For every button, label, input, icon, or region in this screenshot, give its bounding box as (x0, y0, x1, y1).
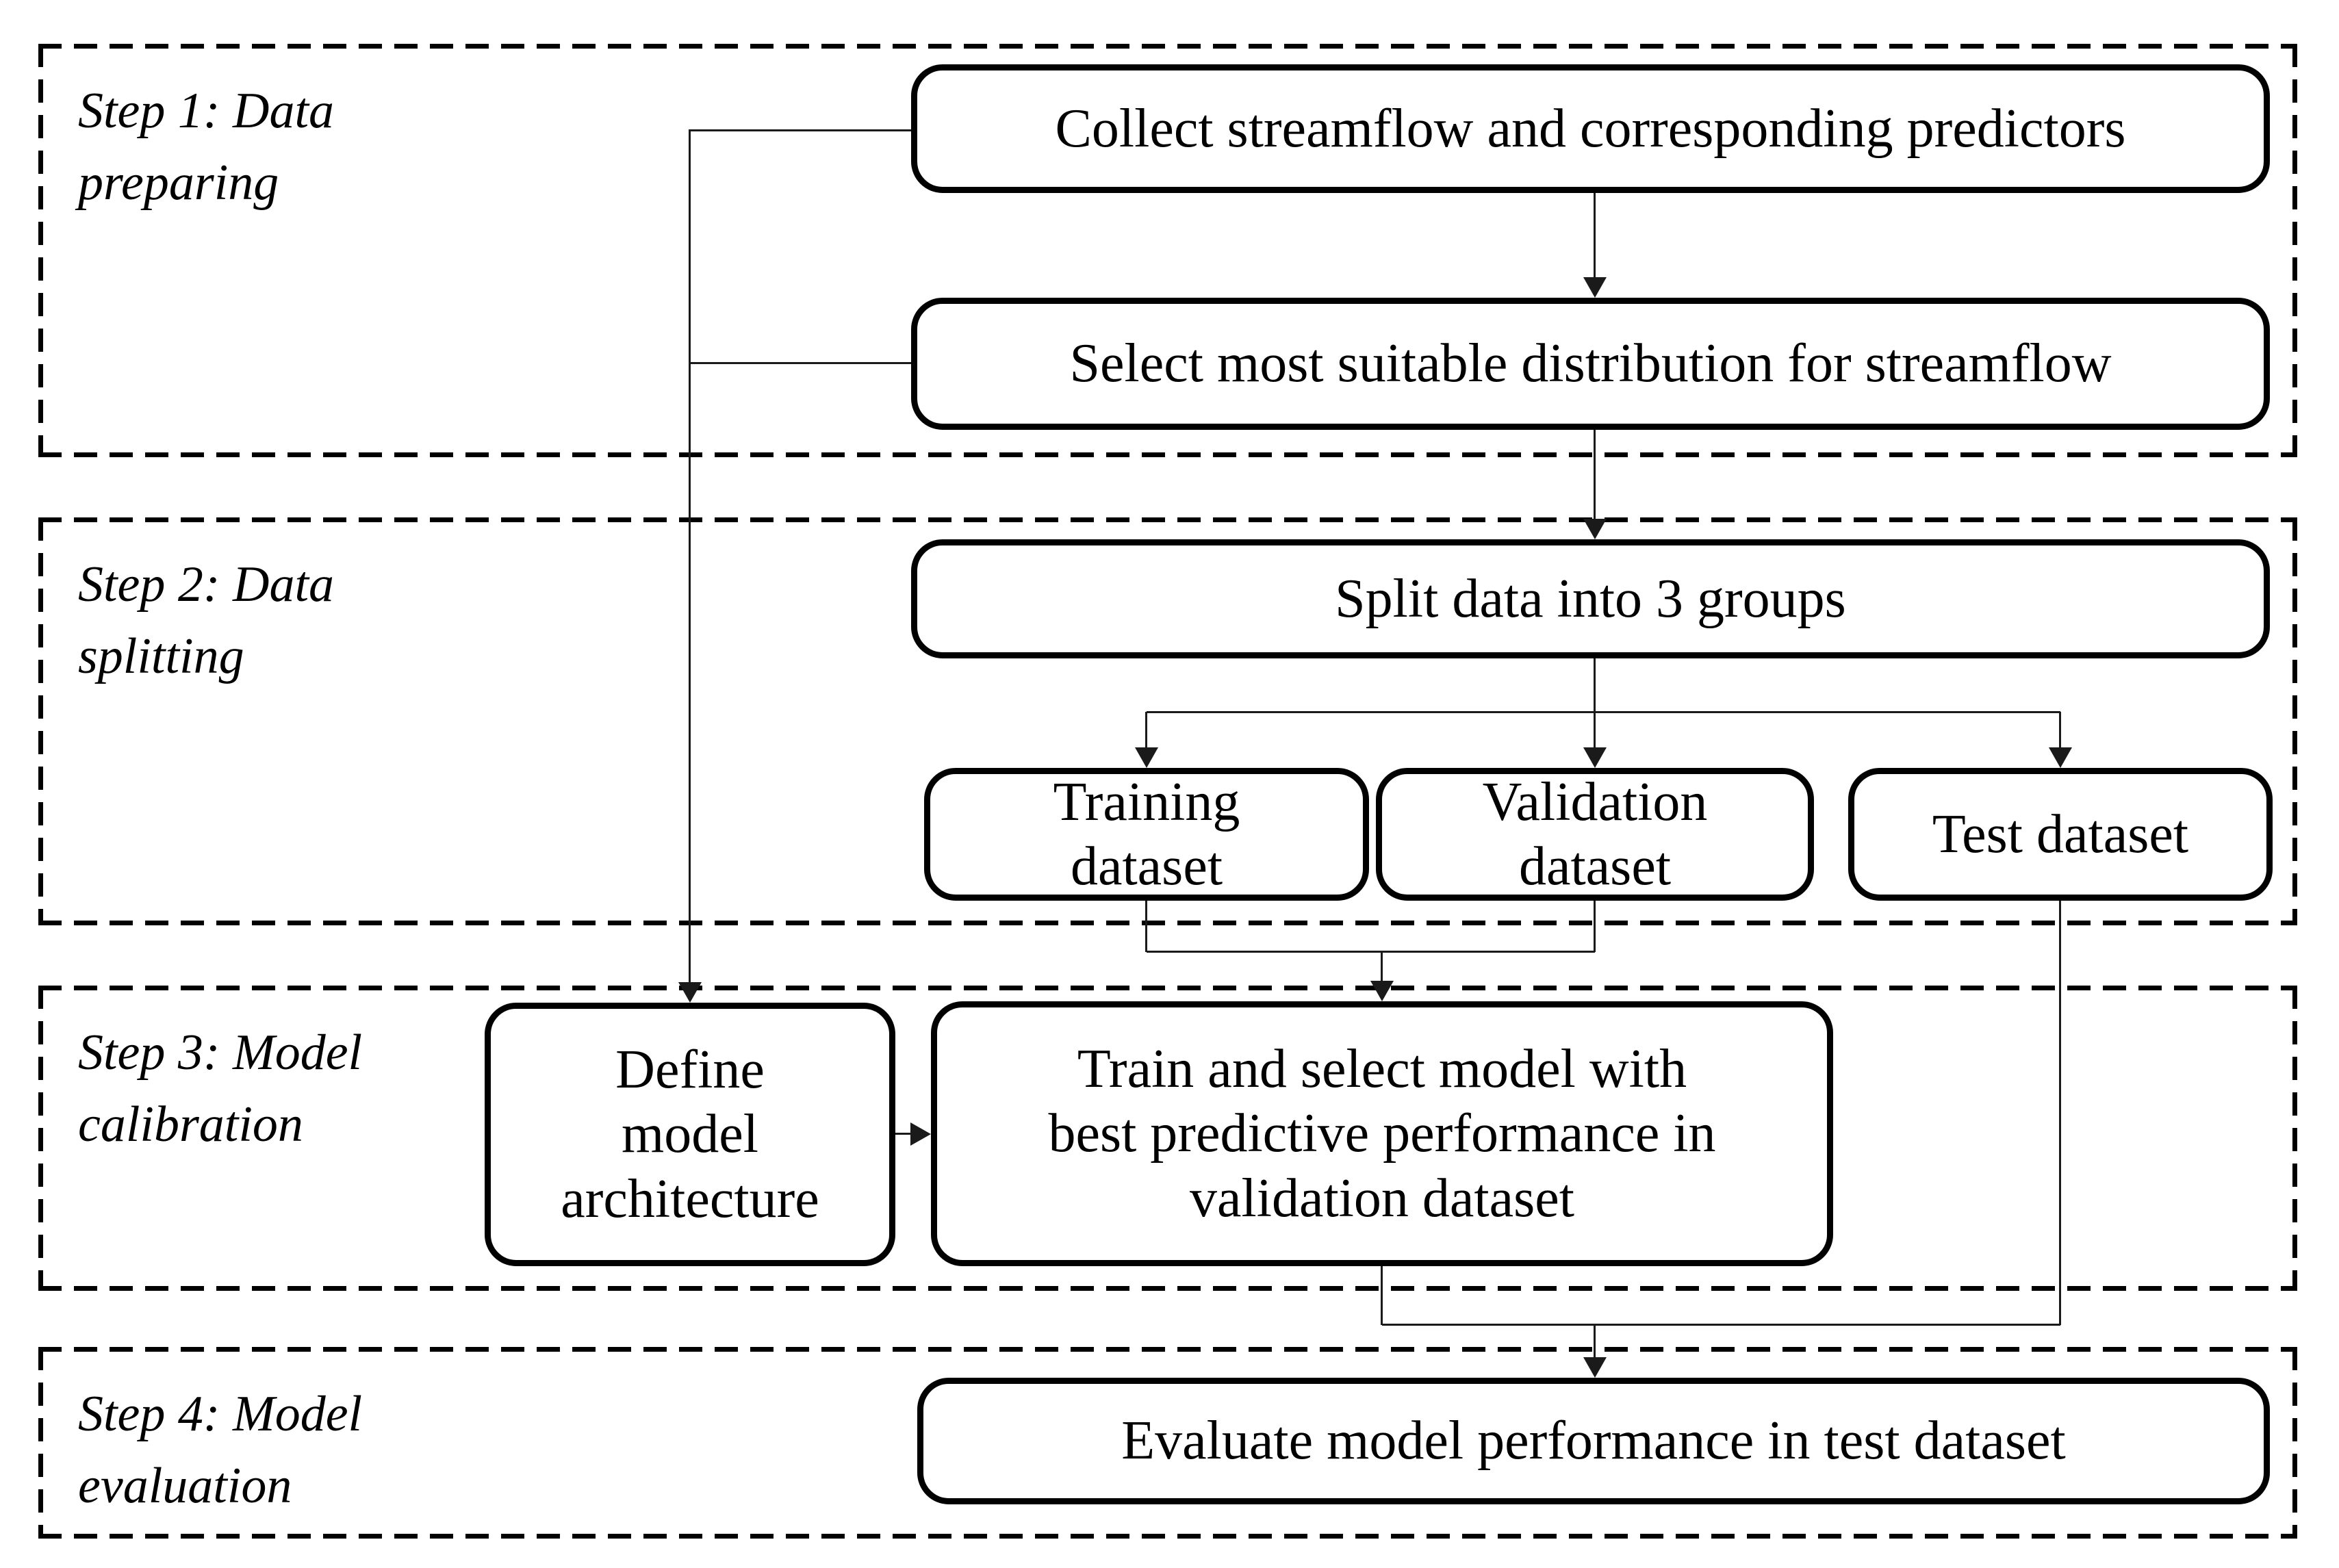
node-train-select-model: Train and select model with best predict… (931, 1001, 1833, 1266)
arrowhead-into-train-left (910, 1122, 931, 1146)
node-validation-dataset: Validation dataset (1376, 768, 1814, 901)
arrowhead-into-validation (1583, 747, 1607, 768)
step2-label: Step 2: Data splitting (78, 556, 335, 685)
connector-merge-to-train (1381, 951, 1383, 981)
connector-collect-left-tap (690, 129, 915, 131)
node-split-data: Split data into 3 groups (911, 539, 2270, 658)
step3-label: Step 3: Model calibration (78, 1025, 363, 1153)
node-test-dataset: Test dataset (1848, 768, 2273, 901)
connector-merge-to-evaluate (1594, 1324, 1596, 1358)
node-training-dataset: Training dataset (924, 768, 1369, 901)
node-evaluate-performance: Evaluate model performance in test datas… (917, 1378, 2270, 1504)
node-collect-streamflow: Collect streamflow and corresponding pre… (911, 64, 2270, 193)
node-select-distribution: Select most suitable distribution for st… (911, 298, 2270, 430)
connector-define-to-train (895, 1133, 912, 1135)
connector-split-branch-bar (1147, 711, 2060, 713)
arrowhead-into-select (1583, 277, 1607, 298)
arrowhead-into-test (2049, 747, 2072, 768)
arrowhead-into-train-top (1370, 981, 1394, 1001)
step4-label: Step 4: Model evaluation (78, 1386, 363, 1515)
connector-collect-to-select (1594, 193, 1596, 277)
connector-left-bypass-to-define (689, 129, 691, 982)
step1-label: Step 1: Data preparing (78, 83, 335, 211)
arrowhead-into-training (1135, 747, 1158, 768)
connector-train-output-down (1381, 1266, 1383, 1325)
connector-test-bypass-down (2059, 901, 2061, 1325)
connector-evaluate-merge-bar (1382, 1324, 2060, 1326)
node-define-architecture: Define model architecture (485, 1003, 895, 1266)
connector-select-left-tap (690, 362, 915, 364)
connector-branch-to-test (2059, 712, 2061, 747)
connector-train-merge-bar (1147, 951, 1595, 953)
connector-branch-to-validation (1594, 712, 1596, 747)
connector-validation-down (1594, 901, 1596, 952)
connector-training-down (1145, 901, 1147, 952)
connector-branch-to-training (1145, 712, 1147, 747)
connector-select-to-split (1594, 430, 1596, 519)
arrowhead-into-define (678, 982, 702, 1003)
connector-split-stem (1594, 658, 1596, 712)
arrowhead-into-split (1583, 519, 1607, 539)
arrowhead-into-evaluate (1583, 1357, 1607, 1378)
